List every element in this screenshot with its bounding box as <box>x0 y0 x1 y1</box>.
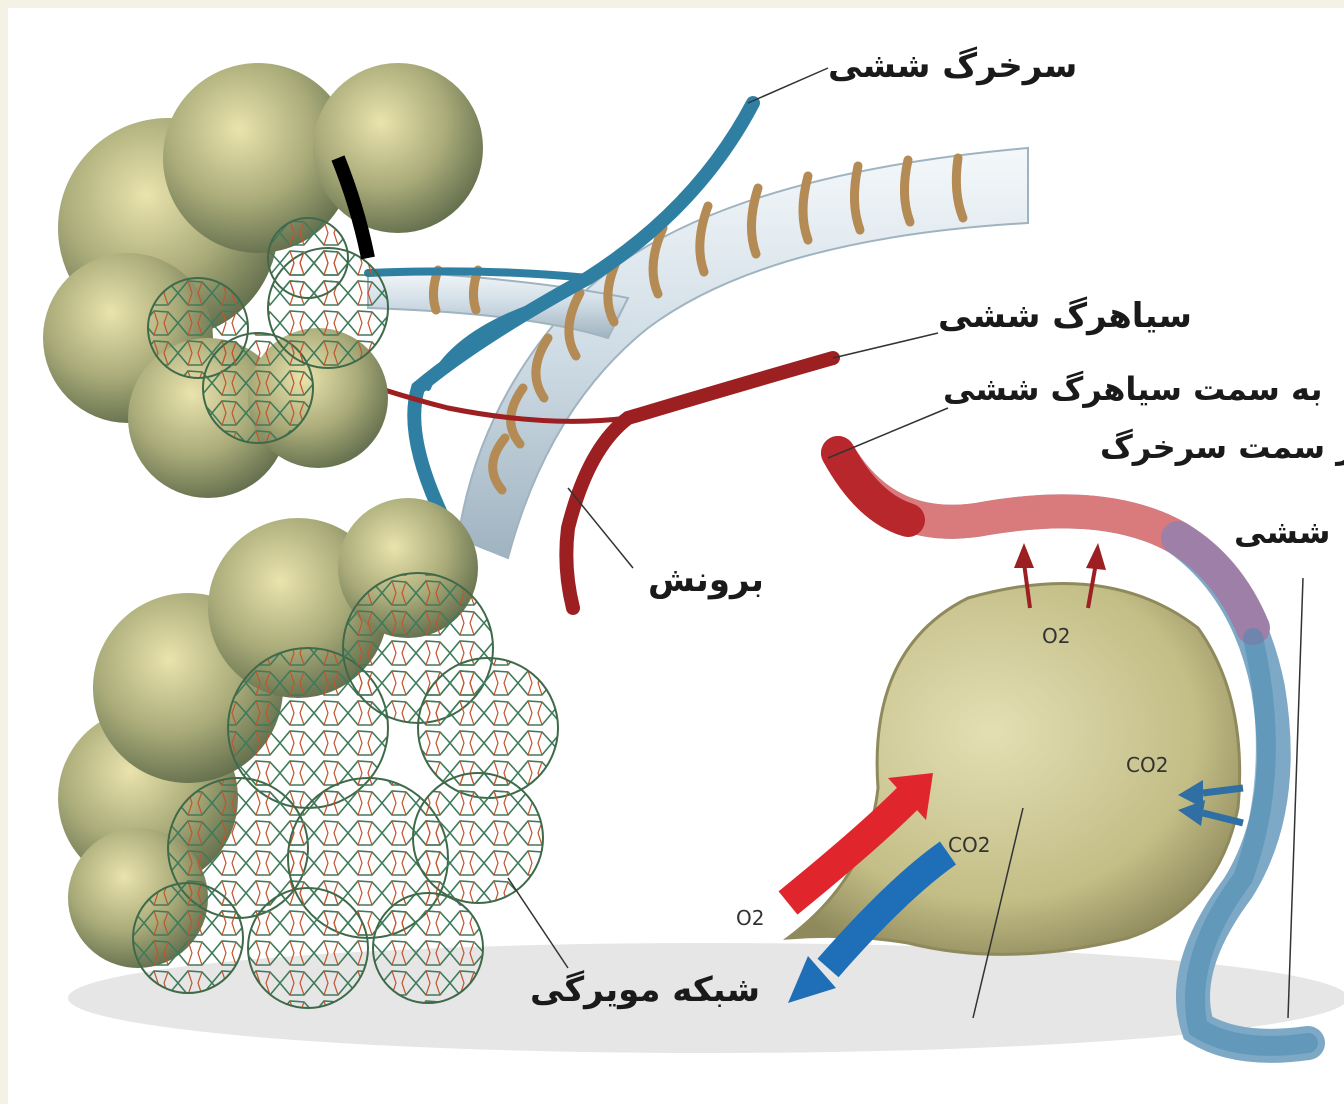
label-from-pulmonary-artery-line2: ششی <box>1234 513 1330 551</box>
label-from-pulmonary-artery-line1: از سمت سرخرگ <box>1100 428 1344 466</box>
diagram-frame: سرخرگ ششی سیاهرگ ششی به سمت سیاهرگ ششی ا… <box>8 8 1344 1104</box>
gas-label-co2-left: CO2 <box>948 833 990 857</box>
label-toward-pulmonary-vein: به سمت سیاهرگ ششی <box>943 370 1322 408</box>
label-pulmonary-vein: سیاهرگ ششی <box>938 296 1192 336</box>
lower-alveoli-cluster <box>58 498 558 1008</box>
gas-label-o2-top: O2 <box>1042 624 1070 648</box>
label-bronchus: برونش <box>648 560 764 600</box>
gas-label-co2-right: CO2 <box>1126 753 1168 777</box>
gas-label-o2-left: O2 <box>736 906 764 930</box>
lung-alveoli-diagram <box>8 8 1344 1104</box>
label-pulmonary-artery: سرخرگ ششی <box>828 46 1077 86</box>
label-capillary-network: شبکه مویرگی <box>530 970 760 1010</box>
